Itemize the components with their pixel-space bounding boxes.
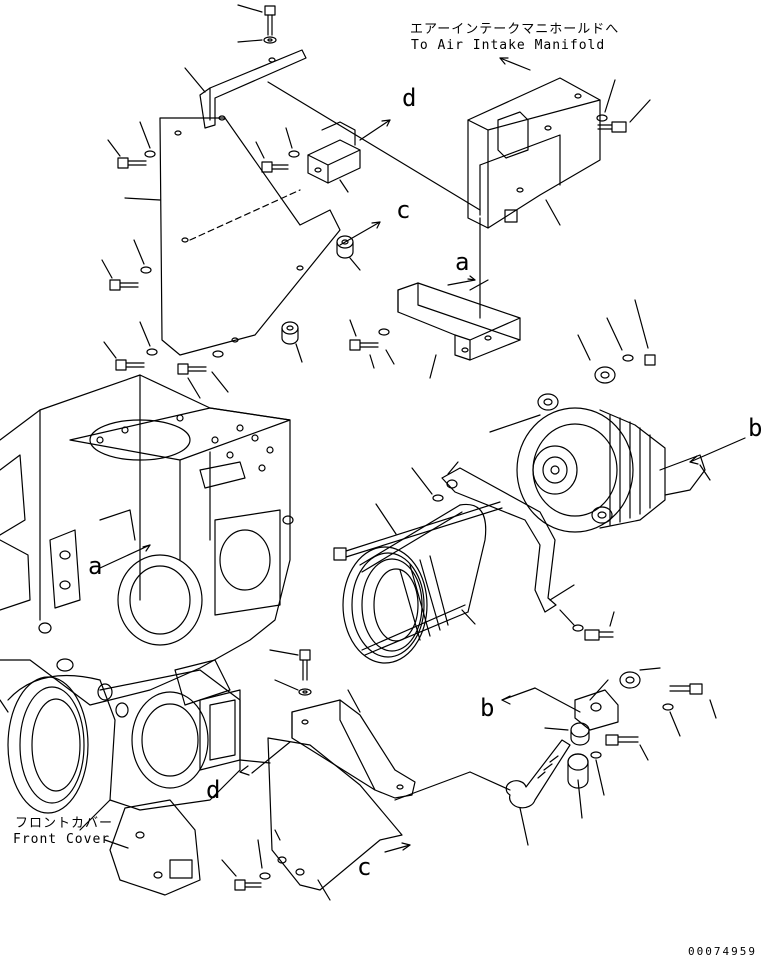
left-bolts	[101, 121, 229, 399]
clamp-parts	[394, 667, 717, 846]
document-number: 00074959	[688, 945, 757, 958]
lower-shield-plate	[221, 737, 411, 901]
cranked-bracket	[184, 49, 307, 129]
ref-b-lower: b	[480, 694, 495, 722]
ref-d-lower: d	[206, 776, 221, 804]
air-intake-callout-en: To Air Intake Manifold	[411, 38, 606, 53]
front-cover-callout-en: Front Cover	[13, 832, 111, 847]
air-intake-callout-jp: エアーインテークマニホールドへ	[410, 22, 620, 37]
ref-b-right: b	[748, 414, 763, 442]
pulley-belt	[342, 503, 487, 664]
front-cover-section	[0, 658, 241, 896]
shield-plate	[124, 117, 341, 356]
top-bolt-stack	[237, 4, 277, 44]
ref-a-upper: a	[455, 248, 470, 276]
adjust-arm	[333, 461, 615, 641]
lower-bracket	[239, 649, 416, 799]
ref-a-lower: a	[88, 552, 103, 580]
ref-c-lower: c	[357, 853, 372, 881]
ref-c-upper: c	[396, 196, 411, 224]
alternator	[516, 334, 706, 533]
ref-d-upper: d	[402, 84, 417, 112]
spacers	[281, 235, 361, 363]
gear-case-housing	[0, 374, 294, 706]
front-cover-callout-jp: フロントカバー	[15, 816, 114, 831]
small-bracket	[255, 119, 391, 246]
upper-mount-bracket	[467, 57, 651, 229]
middle-bracket	[349, 282, 521, 379]
